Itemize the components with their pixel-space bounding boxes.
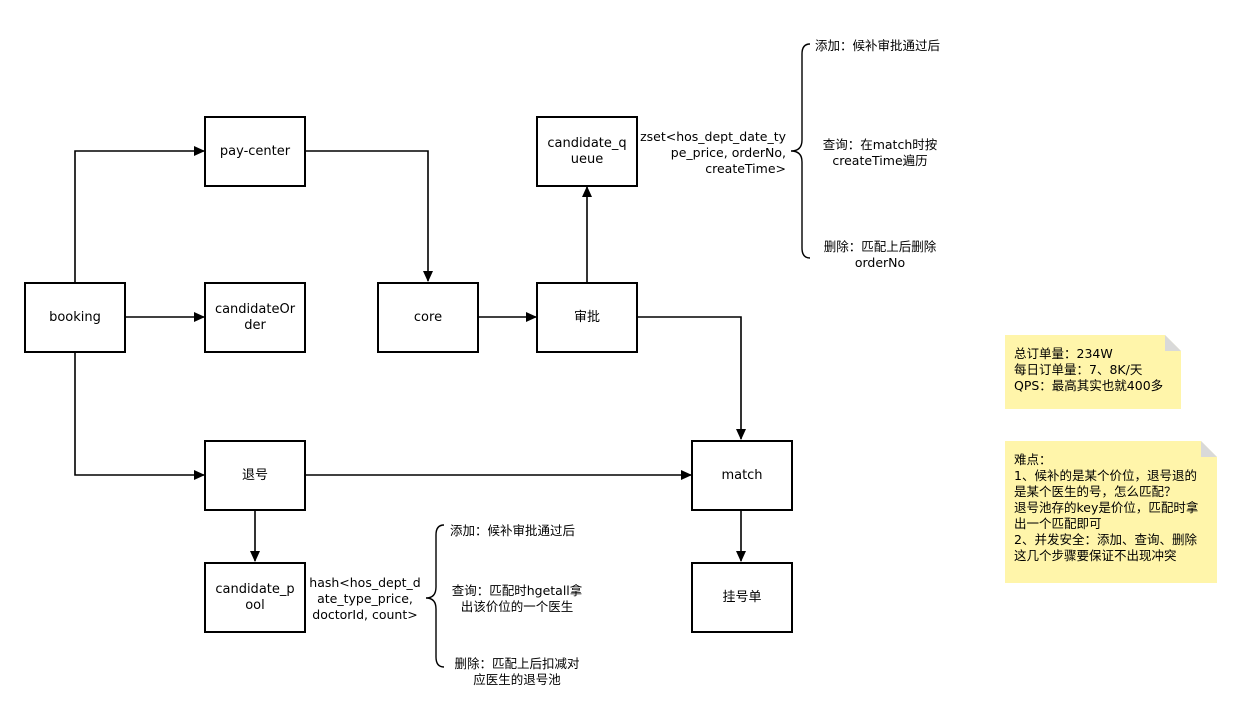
queue-add-label: 添加：候补审批通过后 <box>815 38 941 53</box>
difficulties-note-shape <box>1005 441 1217 583</box>
stats-note: 总订单量：234W 每日订单量：7、8K/天 QPS：最高其实也就400多 <box>1014 346 1164 393</box>
edge-approval-match <box>637 316 746 440</box>
node-candidate-order[interactable]: candidateOr der <box>204 282 306 353</box>
pool-structure-label: hash<hos_dept_d ate_type_price, doctorId… <box>309 575 421 622</box>
pool-annotation-brace <box>425 524 445 668</box>
node-booking[interactable]: booking <box>24 282 126 353</box>
queue-structure-label: zset<hos_dept_date_ty pe_price, orderNo,… <box>640 129 786 176</box>
node-approval[interactable]: 审批 <box>536 282 638 353</box>
node-pay-center[interactable]: pay-center <box>204 116 306 187</box>
queue-annotation-brace <box>790 43 811 259</box>
node-refund[interactable]: 退号 <box>204 440 306 511</box>
stats-note-fold <box>1165 335 1181 351</box>
difficulties-note-fold <box>1201 441 1217 457</box>
node-candidate-queue[interactable]: candidate_q ueue <box>536 116 638 187</box>
difficulties-note: 难点： 1、候补的是某个价位，退号退的 是某个医生的号，怎么匹配？ 退号池存的k… <box>1014 452 1199 563</box>
node-candidate-pool[interactable]: candidate_p ool <box>204 562 306 633</box>
pool-query-label: 查询：匹配时hgetall拿 出该价位的一个医生 <box>451 583 583 614</box>
edge-pay-center-core <box>305 150 433 282</box>
node-core[interactable]: core <box>377 282 479 353</box>
edge-booking-pay-center <box>74 146 205 282</box>
node-match[interactable]: match <box>691 440 793 511</box>
node-registration-order[interactable]: 挂号单 <box>691 562 793 633</box>
pool-add-label: 添加：候补审批通过后 <box>450 523 576 538</box>
queue-delete-label: 删除：匹配上后删除 orderNo <box>823 239 937 270</box>
stats-note-shape <box>1005 335 1181 409</box>
pool-delete-label: 删除：匹配上后扣减对 应医生的退号池 <box>454 656 580 687</box>
queue-query-label: 查询：在match时按 createTime遍历 <box>822 137 938 168</box>
edge-booking-refund <box>74 352 205 480</box>
